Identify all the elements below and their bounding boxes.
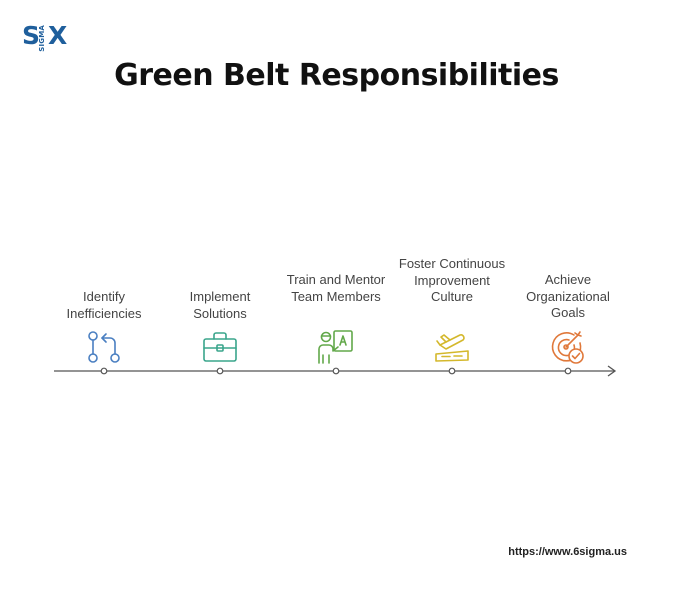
source-url[interactable]: https://www.6sigma.us: [508, 546, 627, 558]
logo-letter-x: X: [48, 21, 68, 50]
timeline-node: [332, 367, 340, 375]
airplane-takeoff-icon: [435, 334, 469, 362]
step-label-achieve: Achieve Organizational Goals: [526, 272, 610, 320]
timeline-node: [564, 367, 572, 375]
logo: S SIGMA X: [22, 21, 74, 52]
target-check-icon: [551, 331, 584, 364]
step-label-train: Train and Mentor Team Members: [286, 272, 386, 304]
logo-letter-s: S: [22, 21, 41, 50]
timeline-node: [100, 367, 108, 375]
branch-arrows-icon: [88, 331, 120, 363]
timeline-node: [216, 367, 224, 375]
teacher-board-icon: [318, 330, 353, 364]
step-label-foster: Foster Continuous Improvement Culture: [398, 256, 506, 304]
page-title: Green Belt Responsibilities: [114, 58, 559, 93]
timeline-arrowhead: [607, 365, 617, 377]
step-label-implement: Implement Solutions: [189, 289, 251, 321]
timeline-node: [448, 367, 456, 375]
briefcase-icon: [203, 332, 237, 362]
step-label-identify: Identify Inefficiencies: [66, 289, 142, 321]
